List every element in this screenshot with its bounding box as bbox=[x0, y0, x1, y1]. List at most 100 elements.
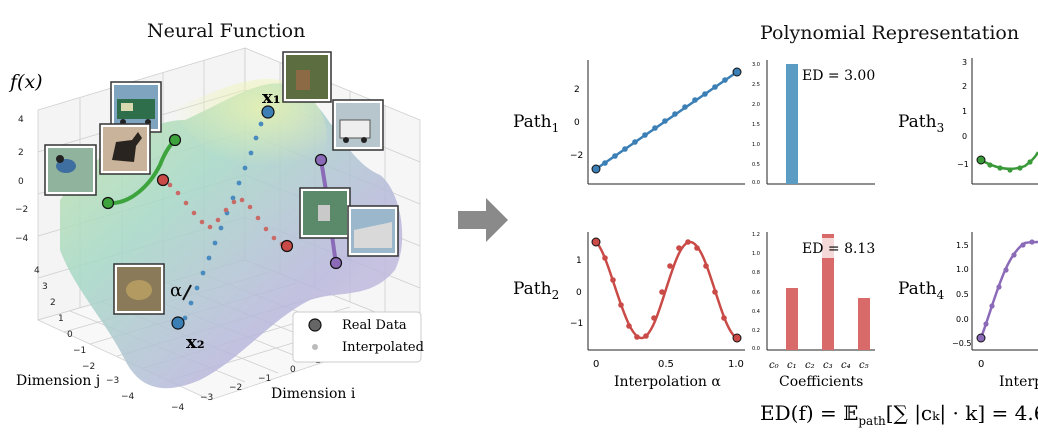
svg-text:0.2: 0.2 bbox=[752, 328, 760, 334]
thumbnail-forest bbox=[282, 51, 332, 103]
path4-points bbox=[983, 239, 1035, 327]
i-tick: −1 bbox=[258, 374, 271, 384]
x1-point bbox=[261, 105, 275, 119]
path4-xtick: 0 bbox=[978, 359, 984, 370]
thumbnail-vehicle bbox=[332, 99, 384, 151]
x2-point bbox=[171, 316, 185, 330]
svg-text:0.5: 0.5 bbox=[658, 359, 674, 370]
svg-text:−0.5: −0.5 bbox=[952, 339, 971, 348]
svg-text:0.6: 0.6 bbox=[752, 290, 760, 296]
path4-label: Path4 bbox=[898, 279, 945, 302]
x-axis-label: Interpolation α bbox=[614, 374, 721, 390]
path4-yticks: 1.5 1.0 0.5 0.0 −0.5 bbox=[952, 241, 971, 348]
j-tick: 0 bbox=[67, 330, 73, 340]
i-tick: −2 bbox=[229, 383, 242, 393]
path4-start bbox=[976, 333, 986, 343]
path2-yticks: 1 0 −1 bbox=[570, 256, 583, 329]
svg-text:1.0: 1.0 bbox=[752, 251, 760, 257]
svg-text:0.5: 0.5 bbox=[752, 162, 760, 168]
path2-label: Path2 bbox=[513, 279, 559, 302]
surface-highlight bbox=[170, 78, 327, 176]
svg-text:2.5: 2.5 bbox=[752, 82, 760, 88]
path3-panel: Path3 3 2 1 0 −1 bbox=[898, 58, 1038, 185]
path4-panel: Path4 1.5 1.0 0.5 0.0 −0.5 0 Interp bbox=[898, 232, 1038, 390]
path4-line bbox=[979, 240, 1038, 339]
j-tick: 3 bbox=[42, 282, 48, 292]
svg-text:1.2: 1.2 bbox=[752, 232, 760, 238]
svg-text:0.0: 0.0 bbox=[752, 180, 760, 186]
svg-text:c₄: c₄ bbox=[841, 360, 851, 371]
3d-plot: 4 2 0 −2 −4 f(x) 4 3 2 1 0 −1 −2 −3 −4 D… bbox=[8, 47, 424, 413]
svg-text:c₂: c₂ bbox=[805, 360, 815, 371]
svg-text:2: 2 bbox=[962, 82, 967, 91]
path3-points bbox=[987, 159, 1033, 173]
x1-label: x₁ bbox=[262, 87, 281, 108]
z-tick: 4 bbox=[18, 115, 24, 125]
svg-text:0.0: 0.0 bbox=[752, 346, 760, 352]
svg-text:−1: −1 bbox=[570, 319, 583, 329]
path2-xticks: 0 0.5 1.0 bbox=[593, 359, 744, 370]
svg-text:3: 3 bbox=[962, 58, 967, 67]
j-tick: −3 bbox=[106, 376, 119, 386]
path2-end bbox=[732, 333, 742, 343]
j-tick: −2 bbox=[82, 362, 95, 372]
j-tick: −4 bbox=[121, 392, 135, 402]
path3-start bbox=[976, 155, 986, 165]
purple-start-point bbox=[314, 153, 328, 167]
green-end-point bbox=[168, 133, 182, 147]
x2-label: x₂ bbox=[186, 332, 205, 353]
dimension-i-label: Dimension i bbox=[271, 386, 356, 402]
path1-yticks: 2 0 −2 bbox=[570, 85, 583, 161]
svg-text:0: 0 bbox=[574, 118, 580, 128]
path2-panel: Path2 1 0 −1 0 0.5 1.0 Interpolation α 1… bbox=[513, 232, 875, 390]
svg-text:1: 1 bbox=[962, 107, 967, 116]
z-axis-label: f(x) bbox=[8, 71, 43, 93]
path2-ed: ED = 8.13 bbox=[802, 241, 875, 257]
green-path bbox=[106, 138, 177, 206]
svg-text:3.0: 3.0 bbox=[752, 62, 760, 68]
legend-real-label: Real Data bbox=[342, 318, 407, 333]
path1-bar-yticks: 3.0 2.5 2.0 1.5 1.0 0.5 0.0 bbox=[752, 62, 760, 186]
z-tick: −2 bbox=[15, 205, 28, 215]
path1-end bbox=[732, 67, 742, 77]
j-tick: 1 bbox=[58, 314, 64, 324]
thumbnail-building bbox=[347, 205, 399, 257]
svg-text:1.0: 1.0 bbox=[956, 265, 969, 274]
path1-bar-c1 bbox=[786, 64, 798, 184]
svg-text:0.0: 0.0 bbox=[956, 315, 969, 324]
path4-xlabel: Interp bbox=[999, 374, 1038, 390]
path2-bar-c1 bbox=[786, 288, 798, 350]
svg-text:1.5: 1.5 bbox=[956, 241, 969, 250]
j-tick: 2 bbox=[50, 298, 56, 308]
red-end-point bbox=[280, 239, 294, 253]
coefficient-ticks: c₀ c₁ c₂ c₃ c₄ c₅ bbox=[769, 360, 869, 371]
svg-text:c₁: c₁ bbox=[787, 360, 797, 371]
thumbnail-deer bbox=[299, 187, 351, 239]
svg-text:0.5: 0.5 bbox=[956, 290, 969, 299]
svg-text:0.8: 0.8 bbox=[752, 270, 760, 276]
path3-line bbox=[980, 151, 1038, 171]
dimension-j-label: Dimension j bbox=[16, 373, 100, 389]
path1-label: Path1 bbox=[513, 112, 559, 135]
svg-text:0.4: 0.4 bbox=[752, 309, 760, 315]
z-axis-ticks: 4 2 0 −2 −4 bbox=[15, 115, 29, 244]
path1-panel: Path1 2 0 −2 3.0 2.5 2.0 1.5 1.0 0.5 0. bbox=[513, 60, 875, 186]
alpha-label: α bbox=[170, 280, 182, 301]
ed-formula: ED(f) = 𝔼path[∑ |cₖ| · k] = 4.62 bbox=[760, 401, 1038, 428]
legend-real-marker bbox=[308, 318, 322, 332]
svg-text:−1: −1 bbox=[957, 160, 969, 169]
right-arrow-icon bbox=[458, 198, 508, 242]
j-axis-ticks: 4 3 2 1 0 −1 −2 −3 −4 bbox=[34, 266, 135, 402]
j-tick: 4 bbox=[34, 266, 40, 276]
right-title: Polynomial Representation bbox=[760, 22, 1020, 44]
i-tick: 0 bbox=[290, 365, 296, 375]
path1-ed: ED = 3.00 bbox=[802, 68, 875, 84]
blue-path bbox=[182, 121, 264, 321]
path1-start bbox=[591, 164, 601, 174]
svg-text:2: 2 bbox=[574, 85, 580, 95]
path2-points bbox=[602, 239, 727, 340]
svg-text:1.0: 1.0 bbox=[752, 142, 760, 148]
legend-interp-marker bbox=[312, 344, 318, 350]
svg-text:2.0: 2.0 bbox=[752, 102, 760, 108]
path3-yticks: 3 2 1 0 −1 bbox=[957, 58, 969, 169]
